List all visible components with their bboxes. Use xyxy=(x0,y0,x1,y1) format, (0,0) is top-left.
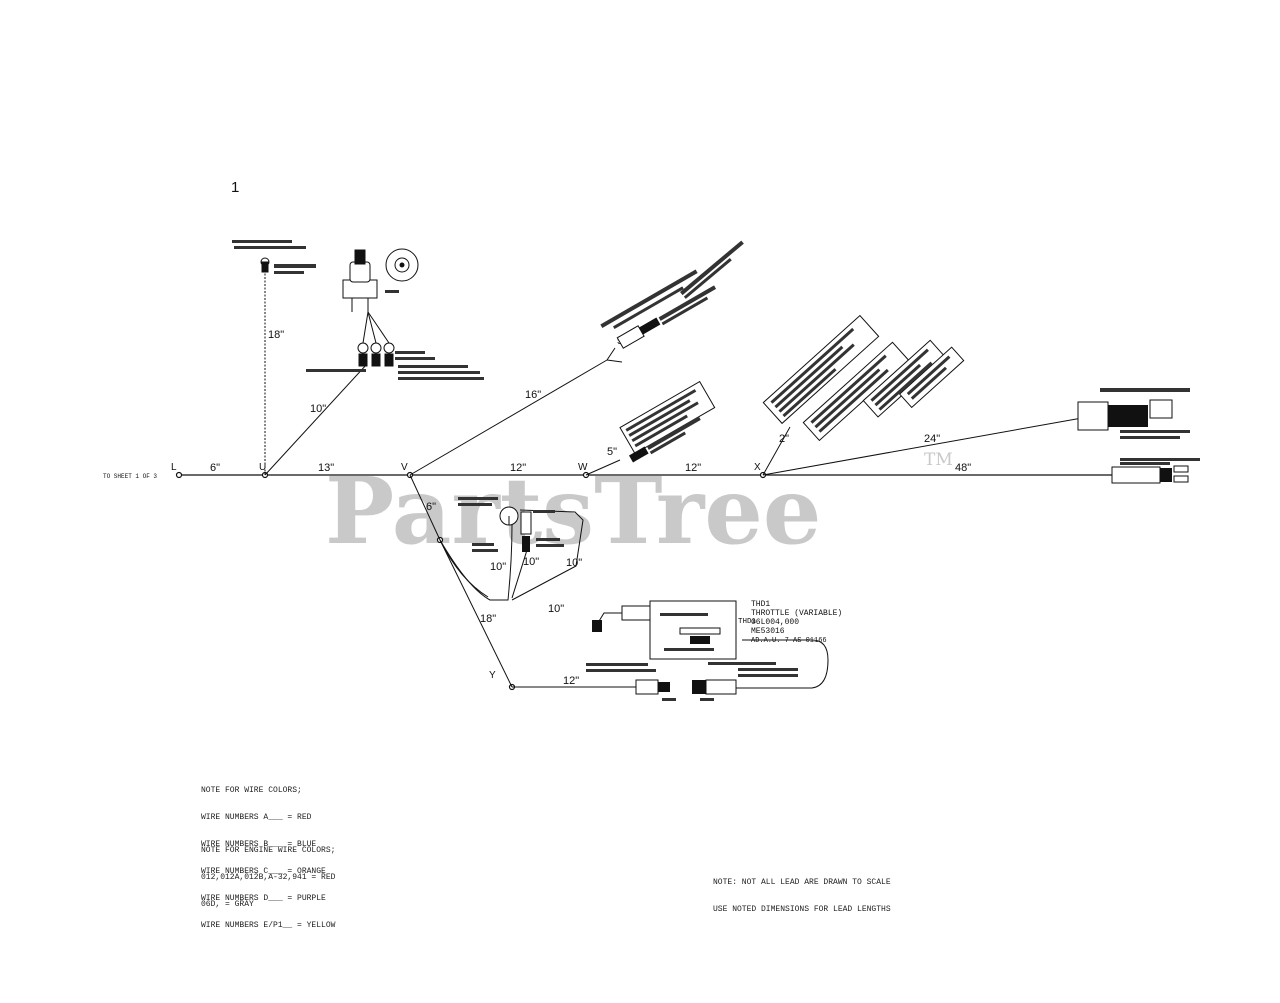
x-long-connector xyxy=(1077,388,1190,439)
sheet-number: 1 xyxy=(231,179,239,196)
wire-color-notes-header: NOTE FOR WIRE COLORS; xyxy=(201,786,302,795)
throttle-line3: AD.A.U. 7-AS-01166 xyxy=(751,637,827,645)
length-loop-c: 10" xyxy=(566,557,582,569)
length-u-v: 13" xyxy=(318,462,334,474)
x-branch-tag-1 xyxy=(762,314,880,425)
length-v-up: 16" xyxy=(525,389,541,401)
scale-note: NOTE: NOT ALL LEAD ARE DRAWN TO SCALE US… xyxy=(713,860,891,923)
length-throttle-lead: 10" xyxy=(548,603,564,615)
junction-node-l xyxy=(175,471,183,479)
branch-wires xyxy=(264,265,1083,689)
w-branch-connector xyxy=(629,416,701,463)
length-x-end: 48" xyxy=(955,462,971,474)
v-branch-upper-label xyxy=(680,240,744,299)
junction-letter-w: W xyxy=(578,462,588,473)
length-v-down: 6" xyxy=(426,501,436,513)
engine-wire-note-2: 06D, = GRAY xyxy=(201,900,254,909)
wire-color-note-d: WIRE NUMBERS D___ = PURPLE xyxy=(201,894,326,903)
trunk-end-connector xyxy=(1111,458,1200,484)
loop-sensor-assembly xyxy=(458,497,564,552)
junction-letter-v: V xyxy=(401,462,408,473)
junction-letter-l: L xyxy=(171,462,177,473)
throttle-id: THD1 xyxy=(751,600,770,609)
wire-color-notes: NOTE FOR WIRE COLORS; WIRE NUMBERS A___ … xyxy=(201,768,335,939)
scale-note-line1: NOTE: NOT ALL LEAD ARE DRAWN TO SCALE xyxy=(713,878,891,887)
y-branch-connectors xyxy=(586,662,798,701)
wire-color-note-a: WIRE NUMBERS A___ = RED xyxy=(201,813,312,822)
throttle-line2: ME53016 xyxy=(751,627,785,636)
to-sheet-label: TO SHEET 1 OF 3 xyxy=(103,473,157,480)
engine-wire-notes: NOTE FOR ENGINE WIRE COLORS; 012,012A,01… xyxy=(201,828,335,918)
length-y-right: 12" xyxy=(563,675,579,687)
length-w-x: 12" xyxy=(685,462,701,474)
throttle-line1: 06L004,000 xyxy=(751,618,799,627)
v-branch-connector xyxy=(600,269,717,349)
length-u-up: 18" xyxy=(268,329,284,341)
length-x-long: 24" xyxy=(924,433,940,445)
length-loop-a: 10" xyxy=(490,561,506,573)
wire-color-note-c: WIRE NUMBERS C___ = ORANGE xyxy=(201,867,326,876)
x-branch-tag-4 xyxy=(898,346,965,409)
x-branch-tag-3 xyxy=(862,339,946,418)
wire-color-note-e: WIRE NUMBERS E/P1__ = YELLOW xyxy=(201,921,336,930)
engine-wire-notes-header: NOTE FOR ENGINE WIRE COLORS; xyxy=(201,846,336,855)
scale-note-line2: USE NOTED DIMENSIONS FOR LEAD LENGTHS xyxy=(713,905,891,914)
length-w-up: 5" xyxy=(607,446,617,458)
key-switch-assembly xyxy=(260,248,419,367)
length-down-long: 18" xyxy=(480,613,496,625)
watermark-text: PartsTree xyxy=(325,457,821,565)
x-branch-tag-2 xyxy=(802,341,910,442)
length-loop-b: 10" xyxy=(523,556,539,568)
throttle-title: THROTTLE (VARIABLE) xyxy=(751,609,842,618)
throttle-inner-label: THD1 xyxy=(738,618,757,626)
length-x-up: 2" xyxy=(779,433,789,445)
key-switch-fine-print xyxy=(232,240,484,380)
junction-letter-y: Y xyxy=(489,670,496,681)
junction-letter-u: U xyxy=(259,462,266,473)
w-branch-tag xyxy=(619,380,716,455)
engine-wire-note-1: 012,012A,012B,A-32,941 = RED xyxy=(201,873,336,882)
junction-letter-x: X xyxy=(754,462,761,473)
watermark-tm: TM xyxy=(924,450,953,470)
length-l-u: 6" xyxy=(210,462,220,474)
length-v-w: 12" xyxy=(510,462,526,474)
wire-color-note-b: WIRE NUMBERS B___ = BLUE xyxy=(201,840,317,849)
length-u-diag: 10" xyxy=(310,403,326,415)
throttle-module xyxy=(592,600,737,660)
